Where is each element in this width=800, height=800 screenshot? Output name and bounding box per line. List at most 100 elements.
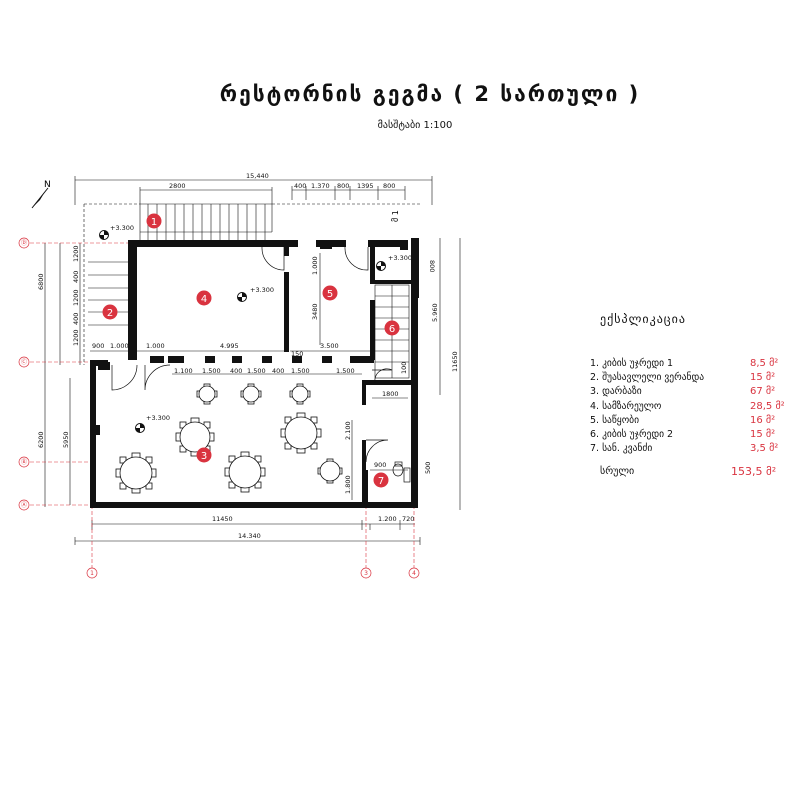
dim-storage-0: 150 — [291, 350, 303, 358]
dim-kitchen-0: 1.000 — [146, 342, 165, 350]
axis-label-left: Ⓒ — [21, 358, 27, 366]
table-round-large — [175, 417, 215, 457]
doors — [111, 246, 393, 463]
dim-left-lower-sub: 5950 — [62, 431, 70, 448]
veranda-benches — [88, 261, 128, 326]
list-item: 5. საწყობი 16 მ² — [590, 414, 790, 428]
list-item: 2. შუასავლელი ვერანდა 15 მ² — [590, 371, 790, 385]
dim-window-3: 1.500 — [247, 367, 266, 375]
dim-veranda-0: 900 — [92, 342, 104, 350]
room-number: 7 — [378, 476, 384, 487]
axis-label-bottom: 3 — [364, 570, 368, 577]
tables — [115, 383, 343, 494]
item-area: 15 მ² — [750, 372, 776, 384]
room-number: 6 — [389, 324, 395, 335]
list-item: 6. კიბის უჯრედი 2 15 მ² — [590, 428, 790, 442]
dim-top-seg-1: 1.370 — [311, 182, 330, 190]
walls — [90, 238, 419, 508]
table-round-small — [317, 458, 343, 484]
dim-top-seg-3: 1395 — [357, 182, 374, 190]
room-markers: 1 2 3 4 5 6 7 — [102, 213, 400, 488]
room-number: 4 — [201, 294, 207, 305]
dim-window-5: 1.500 — [291, 367, 310, 375]
dim-left-seg-1: 400 — [72, 271, 80, 283]
item-label: 5. საწყობი — [590, 414, 640, 426]
dim-window-0: 1.100 — [174, 367, 193, 375]
axis-label-bottom: 4 — [412, 570, 416, 577]
dim-window-2: 400 — [230, 367, 242, 375]
item-area: 16 მ² — [750, 414, 776, 426]
dim-top-seg-4: 800 — [383, 182, 395, 190]
dim-hall-1: 1.800 — [344, 475, 352, 494]
axis-label-left: Ⓐ — [21, 501, 27, 509]
item-area: 28,5 მ² — [750, 400, 785, 412]
item-label: 6. კიბის უჯრედი 2 — [590, 428, 674, 440]
dim-kitchen-1: 4.995 — [220, 342, 239, 350]
level-mark-text: +3.300 — [110, 224, 134, 232]
room-marker-circle — [196, 290, 212, 306]
table-round-large — [280, 412, 322, 454]
dim-veranda-1: 1.000 — [110, 342, 129, 350]
table-round-small — [196, 383, 218, 405]
north-arrow-icon: N — [31, 180, 51, 209]
item-area: 67 მ² — [750, 386, 776, 398]
dim-right-sub: 5.960 — [431, 303, 439, 322]
room-marker-circle — [373, 472, 389, 488]
dim-stair2-0: 1800 — [382, 390, 399, 398]
dim-window-1: 1.500 — [202, 367, 221, 375]
level-marks: +3.300 +3.300 +3.300 +3.300 — [99, 224, 412, 433]
wc-fixtures — [392, 461, 411, 483]
section-mark: მ 1 — [390, 210, 400, 222]
level-mark-icon — [376, 261, 386, 271]
dim-bottom-seg-0: 1.200 — [378, 515, 397, 523]
plan-title: რესტორნის გეგმა ( 2 სართული ) — [219, 82, 641, 106]
dim-top-seg-0: 400 — [294, 182, 306, 190]
dim-window-6: 1.500 — [336, 367, 355, 375]
room-marker-circle — [322, 285, 338, 301]
axis-label-left: Ⓑ — [21, 458, 27, 466]
total-area: 153,5 მ² — [731, 465, 777, 478]
room-number: 5 — [327, 289, 333, 300]
item-area: 15 მ² — [750, 428, 776, 440]
dim-right-total: 11650 — [451, 351, 459, 372]
table-round-small — [240, 383, 262, 405]
dim-storage-1: 3.500 — [320, 342, 339, 350]
veranda-railing — [83, 203, 420, 365]
dim-hall-2: 900 — [374, 461, 386, 469]
level-mark-text: +3.300 — [388, 254, 412, 262]
item-label: 4. სამზარეულო — [590, 400, 662, 412]
north-label: N — [44, 180, 51, 190]
level-mark-text: +3.300 — [250, 286, 274, 294]
total-label: სრული — [600, 466, 635, 477]
dimension-lines — [30, 176, 461, 568]
list-item: 4. სამზარეულო 28,5 მ² — [590, 400, 790, 414]
dim-storage-side-1: 3480 — [311, 303, 319, 320]
room-number: 3 — [201, 451, 207, 462]
room-number: 2 — [107, 308, 113, 319]
dim-top-seg-2: 800 — [337, 182, 349, 190]
table-round-small — [289, 383, 311, 405]
axis-bubbles: 1 3 4 Ⓓ Ⓒ Ⓑ Ⓐ — [18, 237, 420, 579]
room-marker-circle — [102, 304, 118, 320]
dim-left-seg-0: 1200 — [72, 245, 80, 262]
level-mark-text: +3.300 — [146, 414, 170, 422]
table-round-large — [115, 452, 157, 494]
dim-bottom-total: 14.340 — [238, 532, 261, 540]
dim-top-total: 15,440 — [246, 172, 269, 180]
room-marker-circle — [146, 213, 162, 229]
dim-bottom-seg-1: 720 — [402, 515, 414, 523]
explication-title: ექსპლიკაცია — [600, 312, 686, 326]
dim-wc: 500 — [424, 462, 432, 474]
room-marker-circle — [196, 447, 212, 463]
stair-1 — [139, 196, 273, 242]
scale-label: მასშტაბი 1:100 — [377, 120, 453, 131]
room-marker-circle — [384, 320, 400, 336]
dim-storage-top: 800 — [428, 260, 436, 272]
dim-left-seg-4: 1200 — [72, 329, 80, 346]
dim-left-seg-2: 1200 — [72, 289, 80, 306]
item-label: 2. შუასავლელი ვერანდა — [590, 372, 705, 384]
item-area: 8,5 მ² — [750, 358, 779, 369]
